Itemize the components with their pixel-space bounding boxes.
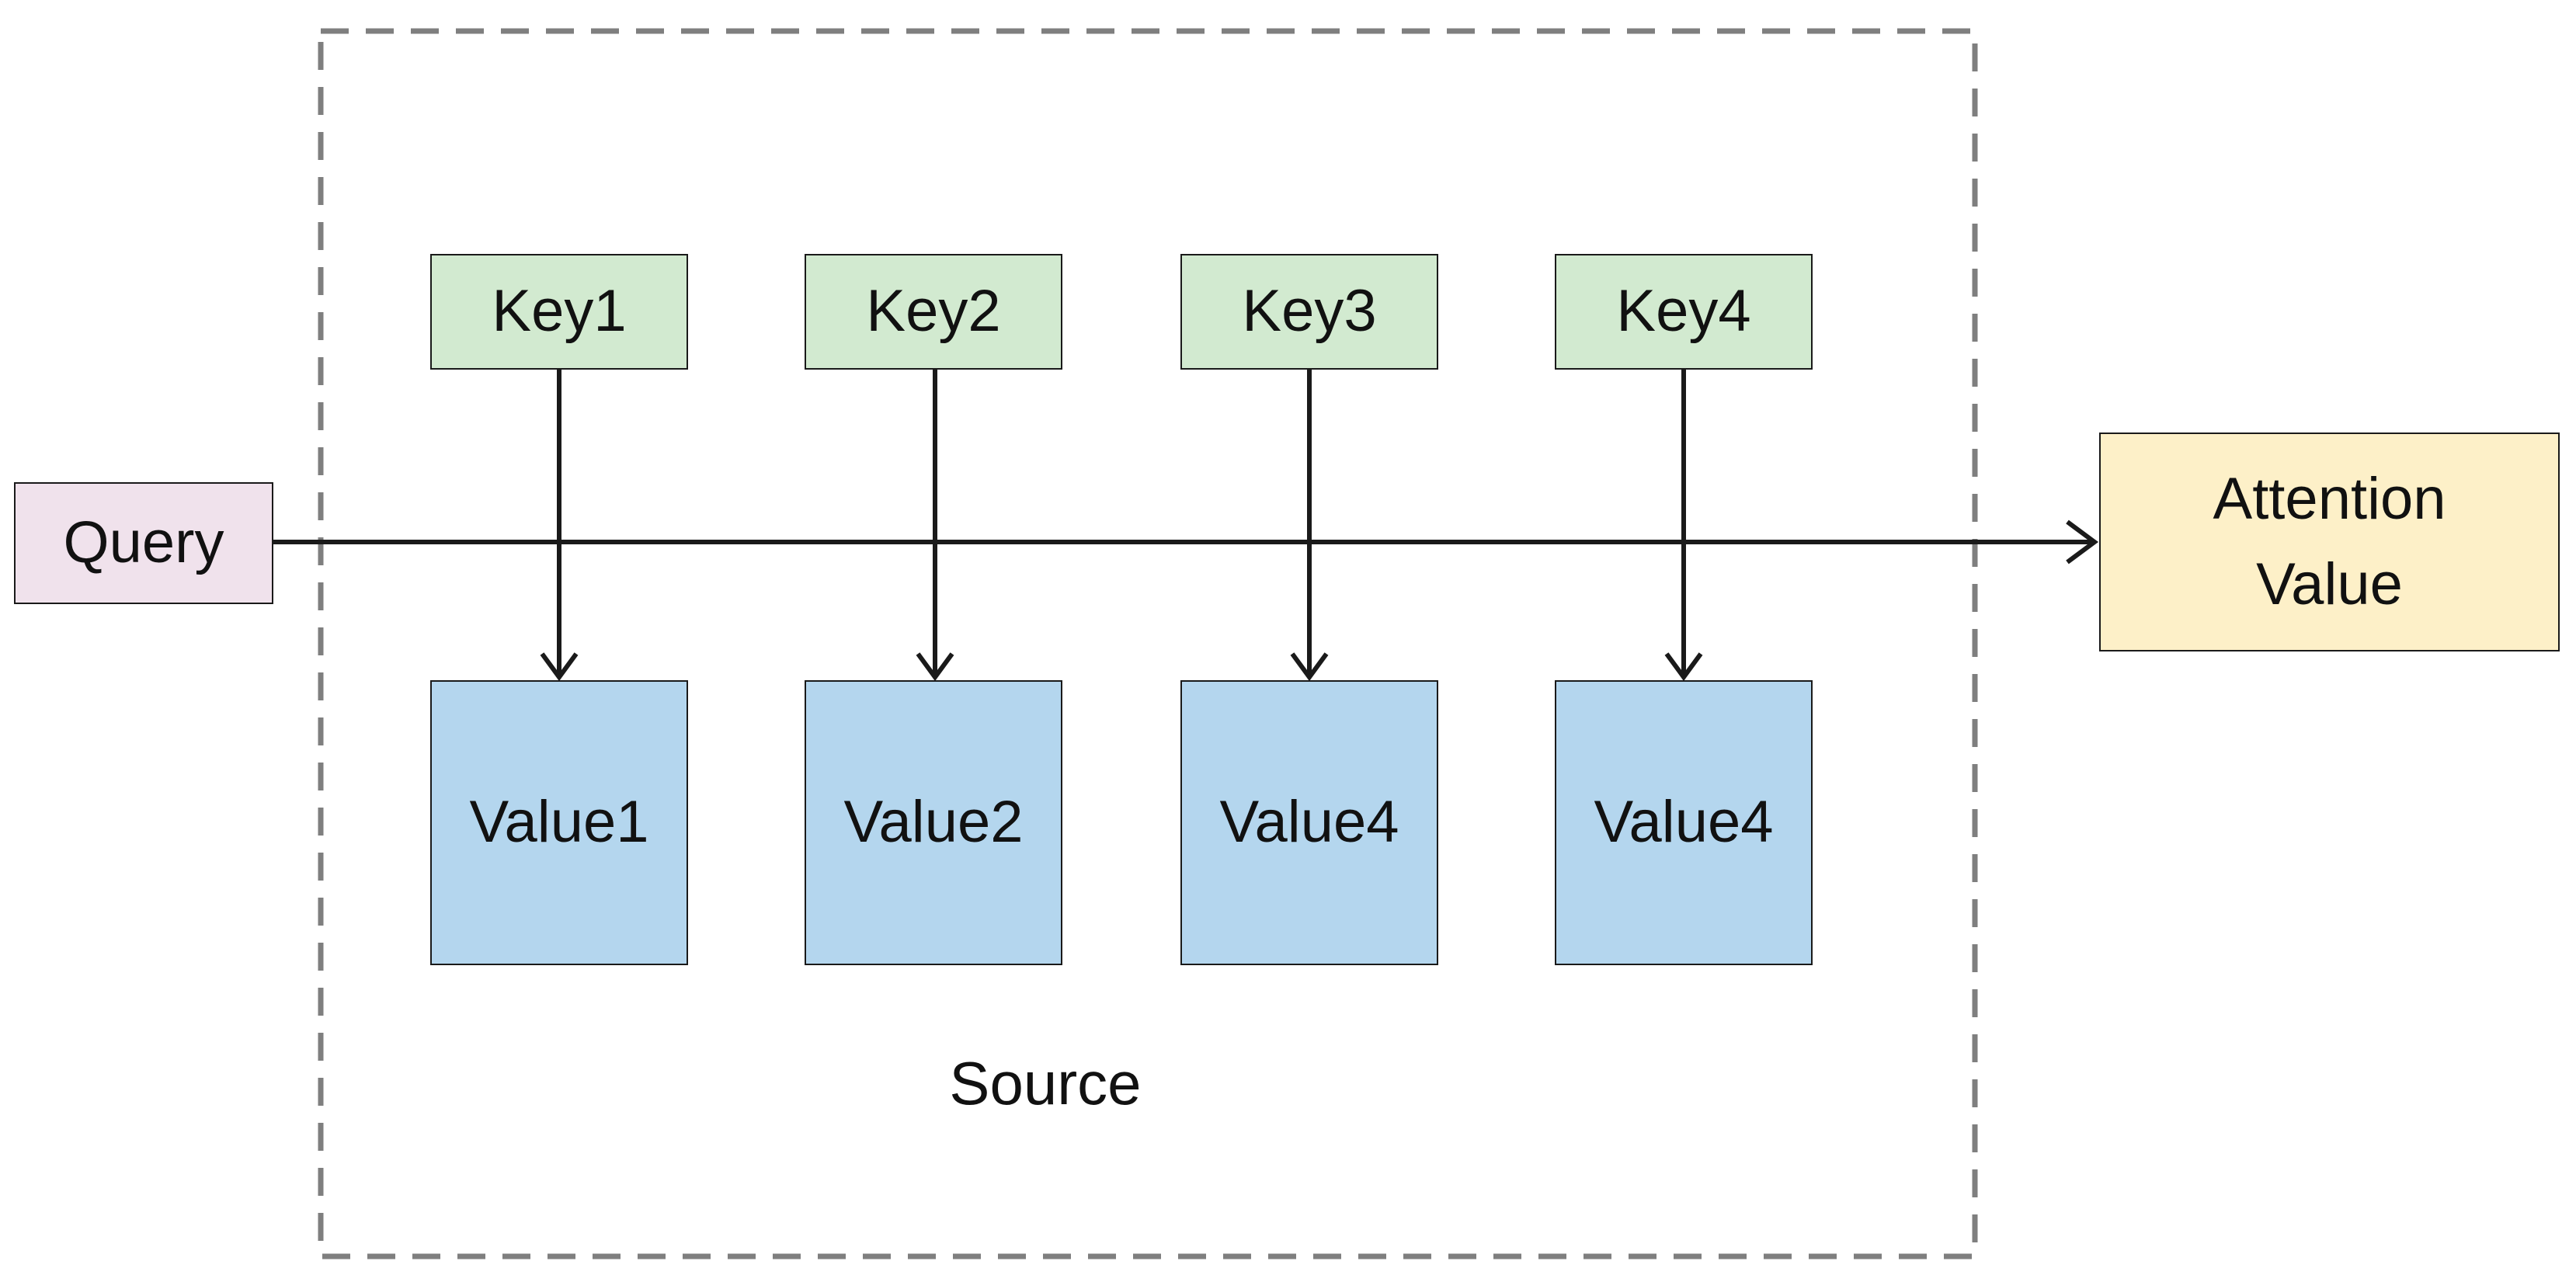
key-box-3: Key3 [1180, 254, 1438, 370]
key3-to-value3-arrow-head [1290, 652, 1329, 682]
query-arrow-head [2066, 519, 2099, 565]
value-box-3: Value4 [1180, 680, 1438, 965]
value-box-4: Value4 [1555, 680, 1813, 965]
query-box: Query [14, 482, 273, 604]
source-label: Source [949, 1049, 1142, 1117]
key-box-2: Key2 [805, 254, 1062, 370]
attention-value-box: Attention Value [2099, 433, 2560, 651]
key2-to-value2-arrow-head [916, 652, 954, 682]
key-box-4: Key4 [1555, 254, 1813, 370]
key4-to-value4-arrow-head [1664, 652, 1703, 682]
source-region-border [318, 28, 1978, 1259]
key1-to-value1-arrow-head [540, 652, 579, 682]
value-box-1: Value1 [430, 680, 688, 965]
key-box-1: Key1 [430, 254, 688, 370]
value-box-2: Value2 [805, 680, 1062, 965]
